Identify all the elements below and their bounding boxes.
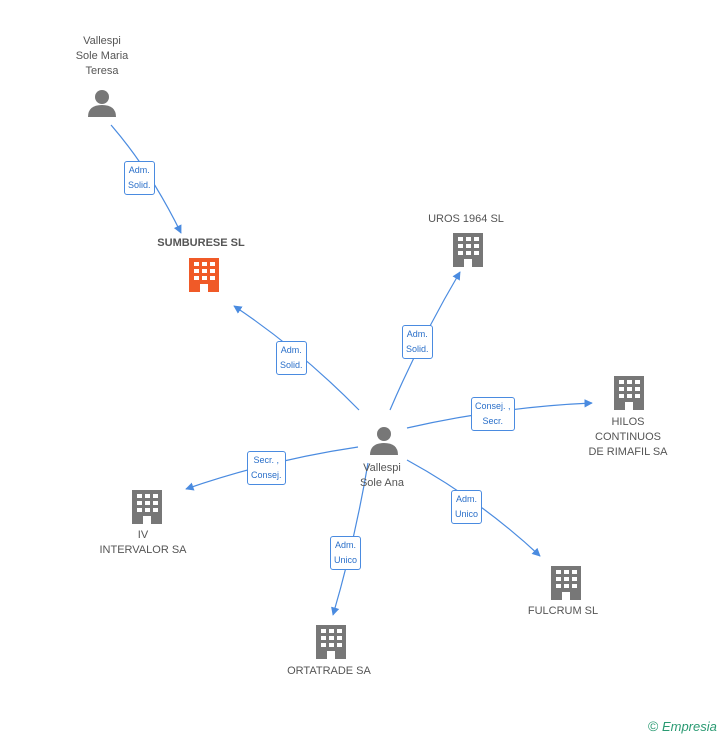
node-label-iv-intervalor[interactable]: IV INTERVALOR SA xyxy=(99,529,187,556)
copyright-icon: © xyxy=(648,718,659,734)
node-label-uros[interactable]: UROS 1964 SL xyxy=(428,213,504,225)
edge-label-ana-ortatrade[interactable]: Adm. Unico xyxy=(330,536,362,570)
building-icon[interactable] xyxy=(132,490,162,524)
person-icon[interactable] xyxy=(88,90,116,117)
edge-label-ana-hilos[interactable]: Consej. , Secr. xyxy=(471,397,515,431)
building-icon[interactable] xyxy=(551,566,581,600)
building-icon[interactable] xyxy=(453,233,483,267)
edge-label-ana-sumburese[interactable]: Adm. Solid. xyxy=(276,341,307,375)
building-icon[interactable] xyxy=(189,258,219,292)
node-label-fulcrum[interactable]: FULCRUM SL xyxy=(527,605,599,617)
edge-label-ana-fulcrum[interactable]: Adm. Unico xyxy=(451,490,483,524)
node-label-ortatrade[interactable]: ORTATRADE SA xyxy=(287,665,371,677)
node-label-vallespi-sole-ana[interactable]: Vallespi Sole Ana xyxy=(359,462,405,489)
edge-label-maria-sumburese[interactable]: Adm. Solid. xyxy=(124,161,155,195)
building-icon[interactable] xyxy=(316,625,346,659)
node-label-vallespi-sole-maria-teresa[interactable]: Vallespi Sole Maria Teresa xyxy=(75,35,129,77)
brand-name: Empresia xyxy=(661,719,717,734)
node-label-hilos[interactable]: HILOS CONTINUOS DE RIMAFIL SA xyxy=(588,416,668,458)
person-icon[interactable] xyxy=(370,427,398,455)
edge-label-ana-uros[interactable]: Adm. Solid. xyxy=(402,325,433,359)
node-label-sumburese[interactable]: SUMBURESE SL xyxy=(157,237,245,249)
building-icon[interactable] xyxy=(614,376,644,410)
brand-logo: © Empresia xyxy=(648,718,717,734)
edge-label-ana-iv[interactable]: Secr. , Consej. xyxy=(247,451,286,485)
